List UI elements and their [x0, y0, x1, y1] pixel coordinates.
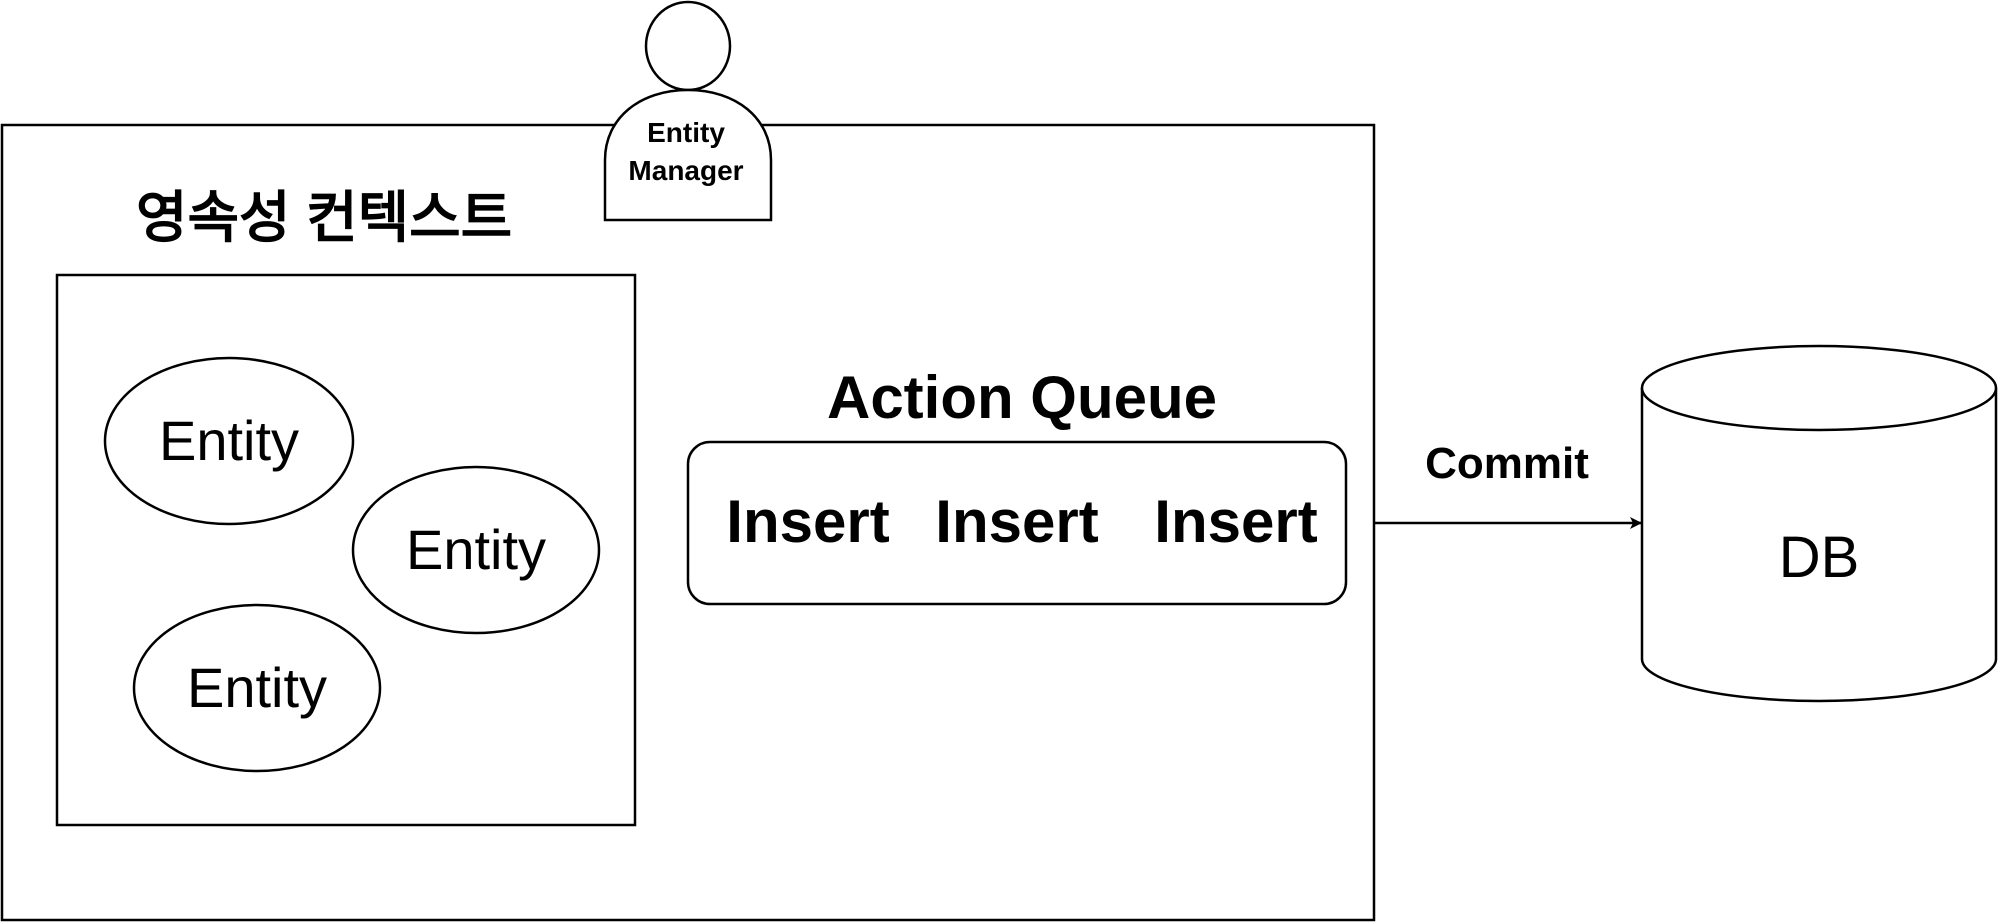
- entity-manager-actor: Entity Manager: [603, 0, 773, 222]
- entity-manager-label-line1: Entity: [647, 117, 725, 148]
- entity-manager-label-line2: Manager: [628, 155, 743, 186]
- action-queue-item: Insert: [935, 488, 1098, 555]
- action-queue-item: Insert: [726, 488, 889, 555]
- database-label: DB: [1779, 525, 1860, 590]
- persistence-context-title: 영속성 컨텍스트: [136, 186, 512, 249]
- entity-node: Entity: [351, 465, 601, 635]
- entity-label: Entity: [159, 409, 299, 472]
- person-head-icon: [644, 0, 732, 92]
- commit-label: Commit: [1425, 439, 1589, 488]
- entity-node: Entity: [132, 603, 382, 773]
- entity-node: Entity: [103, 356, 355, 526]
- action-queue-title: Action Queue: [827, 364, 1217, 431]
- action-queue-box: [686, 440, 1348, 606]
- entity-label: Entity: [187, 656, 327, 719]
- person-body-icon: [603, 88, 773, 222]
- database-cylinder: DB: [1640, 344, 1998, 703]
- action-queue-item: Insert: [1154, 488, 1317, 555]
- entity-label: Entity: [406, 518, 546, 581]
